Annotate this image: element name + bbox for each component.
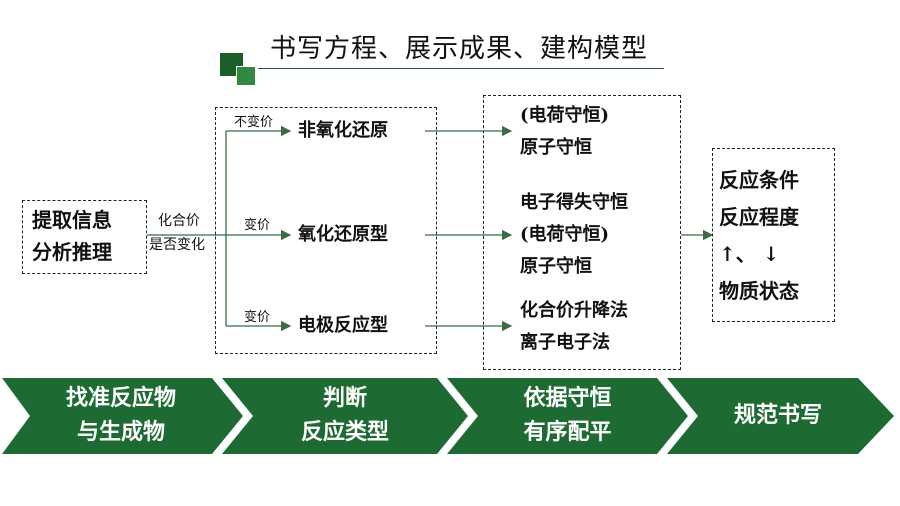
step-2-line1: 判断 [322, 386, 367, 411]
chevron-step-2 [222, 378, 468, 454]
conservation-electron: 电子得失守恒 [520, 192, 628, 213]
conservation-atom-1: 原子守恒 [520, 137, 592, 158]
title-deco-square-light [236, 66, 256, 86]
method-valence: 化合价升降法 [520, 300, 628, 321]
conservation-atom-2: 原子守恒 [520, 256, 592, 277]
info-analysis-box: 提取信息 分析推理 [22, 200, 147, 274]
tag-change-1: 变价 [244, 218, 271, 233]
tag-no-change: 不变价 [234, 115, 274, 130]
reaction-extent: 反应程度 [719, 205, 799, 229]
type-redox: 氧化还原型 [298, 224, 388, 245]
step-3-line2: 有序配平 [523, 420, 612, 445]
reaction-type-box [215, 107, 437, 354]
tag-change-2: 变价 [244, 310, 271, 325]
reaction-conditions: 反应条件 [719, 168, 799, 192]
info-line2: 分析推理 [32, 240, 112, 264]
chevron-step-3 [447, 378, 688, 454]
chevron-step-1 [2, 378, 243, 454]
arrow-symbols: ↑、 ↓ [719, 242, 780, 266]
branch-label-bottom: 是否变化 [149, 237, 205, 253]
branch-label-top: 化合价 [158, 213, 200, 229]
chevron-step-4 [667, 378, 894, 454]
type-electrode: 电极反应型 [298, 315, 388, 336]
step-4-line1: 规范书写 [733, 403, 822, 428]
page-title: 书写方程、展示成果、建构模型 [270, 34, 649, 64]
step-3-line1: 依据守恒 [523, 386, 612, 411]
conservation-box [483, 95, 681, 370]
conservation-charge-2: (电荷守恒) [520, 224, 610, 245]
conditions-box: 反应条件 反应程度 ↑、 ↓ 物质状态 [712, 148, 835, 322]
step-1-line1: 找准反应物 [65, 386, 176, 411]
step-2-line2: 反应类型 [300, 420, 389, 445]
substance-state: 物质状态 [719, 279, 799, 303]
info-line1: 提取信息 [32, 208, 112, 232]
method-ion-electron: 离子电子法 [520, 332, 610, 353]
conservation-charge-1: (电荷守恒) [520, 105, 610, 126]
type-non-redox: 非氧化还原 [298, 120, 388, 141]
step-1-line2: 与生成物 [76, 420, 165, 445]
title-underline [258, 68, 664, 69]
